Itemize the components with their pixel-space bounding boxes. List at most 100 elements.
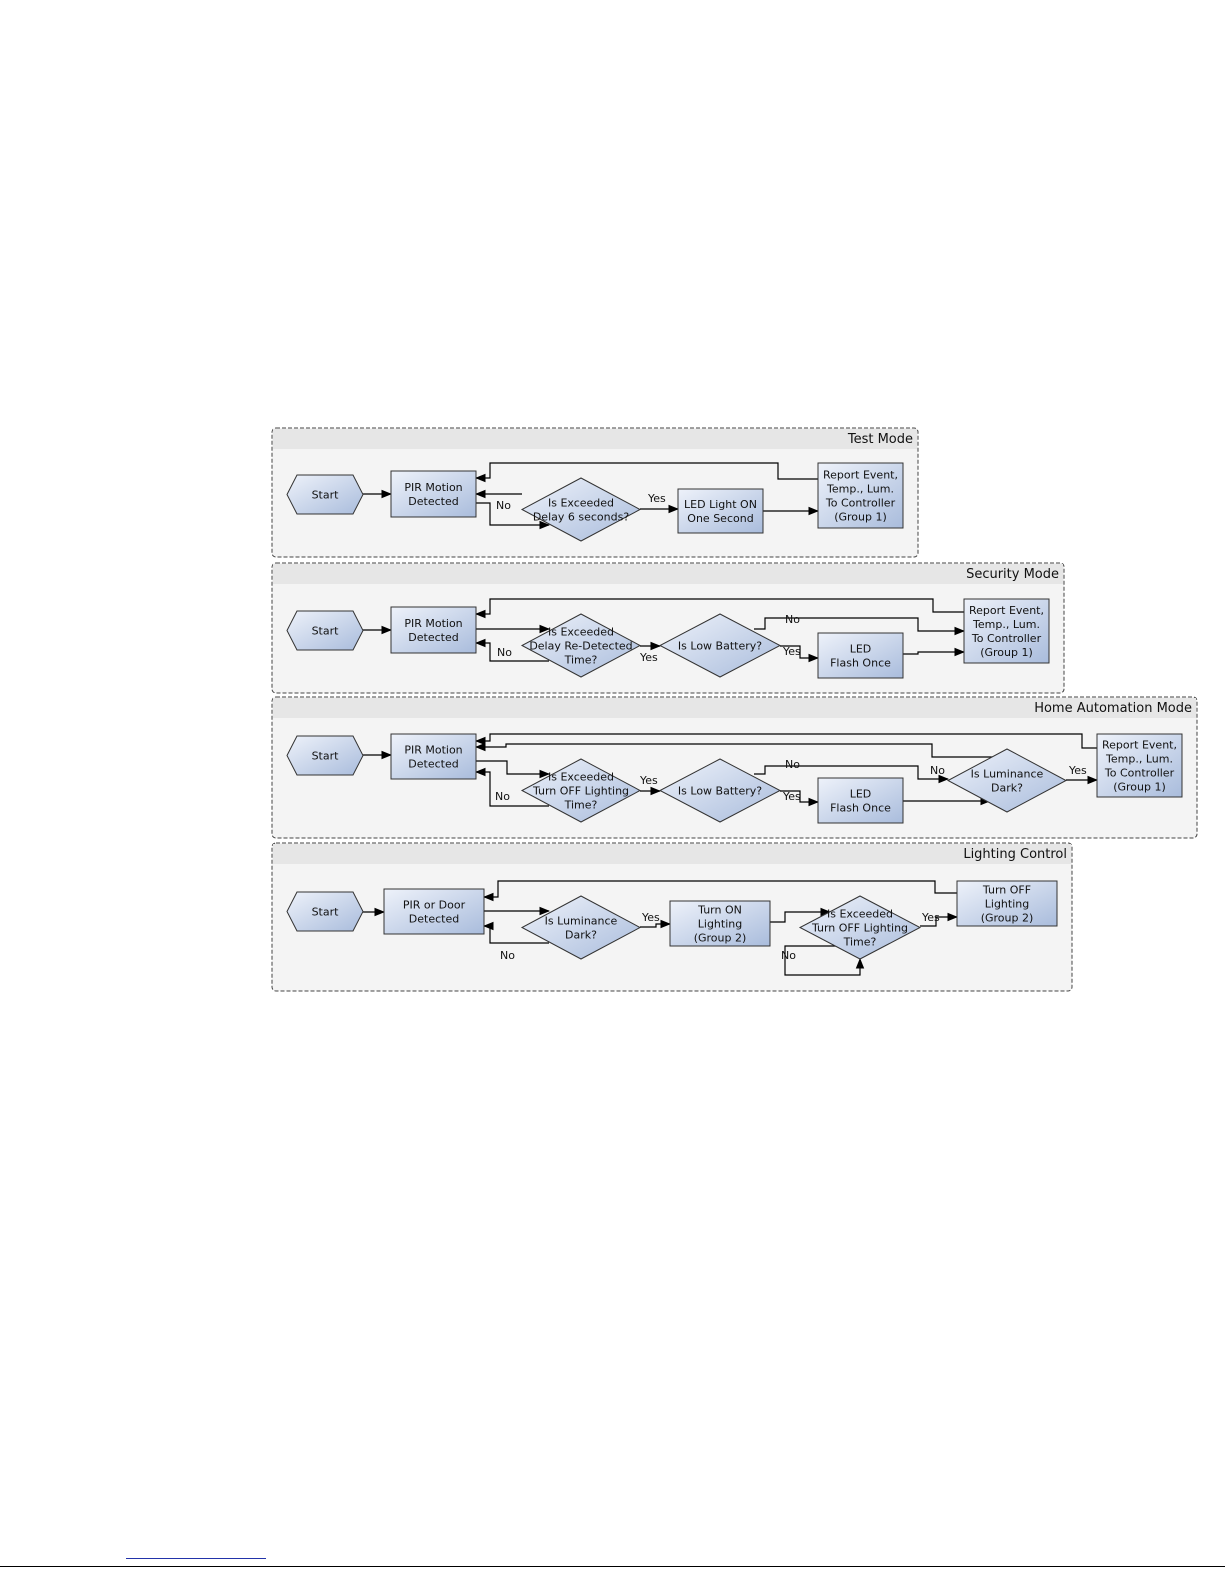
edge-label-yes: Yes <box>641 911 660 924</box>
node-label-line: Is Low Battery? <box>678 640 762 653</box>
panel-title: Test Mode <box>847 432 913 447</box>
process-box <box>390 733 477 780</box>
edge-label-yes: Yes <box>647 492 666 505</box>
node-label-line: Delay 6 seconds? <box>533 511 629 524</box>
flow-arrow <box>770 907 832 923</box>
process-box <box>390 606 477 654</box>
decision-diamond <box>946 748 1068 813</box>
node-label-line: Turn OFF Lighting <box>811 922 908 935</box>
edge-label-no: No <box>495 790 510 803</box>
node-label-line: One Second <box>687 512 753 525</box>
edge-label-no: No <box>497 646 512 659</box>
node-label-line: Time? <box>564 654 598 667</box>
edge-label-yes: Yes <box>921 911 940 924</box>
node-label-line: Flash Once <box>830 802 891 815</box>
node-label-line: Is Exceeded <box>548 497 614 510</box>
flow-arrow <box>903 647 966 657</box>
decision-diamond <box>658 613 782 678</box>
node-report-rect: Report Event,Temp., Lum.To Controller(Gr… <box>817 462 904 529</box>
panel-title: Lighting Control <box>963 847 1067 862</box>
node-label-line: Start <box>312 489 340 502</box>
node-label-line: Is Exceeded <box>827 908 893 921</box>
node-label-line: Lighting <box>985 898 1029 911</box>
node-label-line: Is Luminance <box>971 768 1044 781</box>
node-label-line: Start <box>312 906 340 919</box>
flow-arrow <box>474 767 549 807</box>
edge-label-no: No <box>781 949 796 962</box>
panel-title: Home Automation Mode <box>1034 701 1192 716</box>
node-label-line: (Group 2) <box>694 932 747 945</box>
edge-label-no: No <box>930 764 945 777</box>
flow-arrow <box>482 880 957 902</box>
flow-arrow <box>784 945 865 976</box>
flow-arrow <box>474 462 818 483</box>
panel-title: Security Mode <box>966 567 1059 582</box>
decision-diamond <box>520 758 642 823</box>
process-box <box>383 888 485 935</box>
node-label-line: Time? <box>843 936 877 949</box>
node-label-line: Lighting <box>698 918 742 931</box>
edge-label-no: No <box>500 949 515 962</box>
node-label-line: Delay Re-Detected <box>529 640 632 653</box>
decision-diamond <box>520 477 642 542</box>
node-label-line: To Controller <box>1104 767 1175 780</box>
decision-diamond <box>520 613 642 678</box>
node-label-line: Report Event, <box>969 604 1044 617</box>
start-terminator <box>286 474 364 515</box>
node-label-line: To Controller <box>971 632 1042 645</box>
node-label-line: PIR Motion <box>404 744 462 757</box>
edge-label-yes: Yes <box>1068 764 1087 777</box>
decision-diamond <box>520 895 642 960</box>
process-box <box>669 900 771 947</box>
node-label-line: Dark? <box>991 782 1023 795</box>
node-label-line: To Controller <box>825 497 896 510</box>
node-label-line: Detected <box>408 758 458 771</box>
start-terminator <box>286 610 364 651</box>
process-box <box>956 880 1058 927</box>
node-label-line: Turn ON <box>697 904 742 917</box>
node-label-line: Dark? <box>565 929 597 942</box>
flow-arrow <box>476 760 551 779</box>
node-label-line: Is Exceeded <box>548 626 614 639</box>
edge-label-no: No <box>496 499 511 512</box>
edge-label-yes: Yes <box>782 645 801 658</box>
node-label-line: Detected <box>408 495 458 508</box>
node-label-line: (Group 1) <box>1113 781 1166 794</box>
panel-edges: No Yes <box>363 462 820 530</box>
edge-label-no: No <box>785 613 800 626</box>
panel-header <box>273 429 917 449</box>
node-label-line: Detected <box>409 913 459 926</box>
process-box <box>390 470 477 518</box>
node-label-line: Is Luminance <box>545 915 618 928</box>
node-label-line: LED Light ON <box>684 498 757 511</box>
node-battery-diamond: Is Low Battery? <box>658 758 782 823</box>
node-label-line: Report Event, <box>1102 739 1177 752</box>
edge-label-no: No <box>785 758 800 771</box>
node-start-hexagon: Start <box>286 735 364 776</box>
flow-arrow <box>920 912 959 927</box>
node-label-line: PIR Motion <box>404 481 462 494</box>
node-label-line: LED <box>850 643 872 656</box>
node-label-line: (Group 1) <box>980 646 1033 659</box>
panel-header <box>273 844 1071 864</box>
node-label-line: Start <box>312 750 340 763</box>
decision-diamond <box>658 758 782 823</box>
node-label-line: Start <box>312 625 340 638</box>
process-box <box>677 488 764 534</box>
node-label-line: (Group 2) <box>981 912 1034 925</box>
node-label-line: Is Low Battery? <box>678 785 762 798</box>
process-box <box>963 598 1050 664</box>
node-label-line: Time? <box>564 799 598 812</box>
